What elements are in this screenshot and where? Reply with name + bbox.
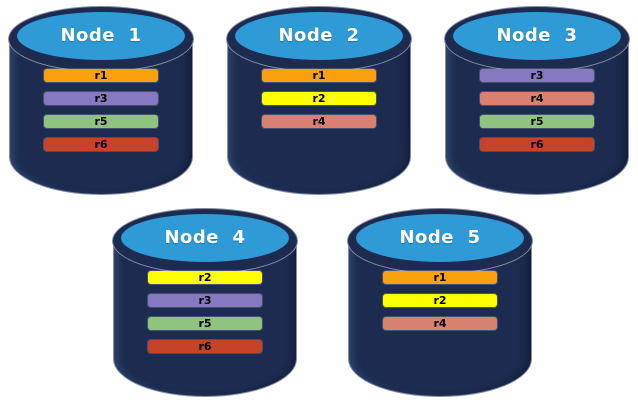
node-title: Node 4	[164, 227, 246, 248]
replica-list: r1 r2 r4	[226, 69, 412, 128]
database-node: Node 2 r1 r2 r4	[226, 6, 412, 196]
replica-label: r3	[198, 294, 212, 307]
replica-bar: r4	[383, 317, 497, 330]
replica-label: r5	[94, 115, 108, 128]
replica-label: r6	[530, 138, 544, 151]
cylinder-top-rim: Node 2	[226, 6, 412, 72]
database-node: Node 1 r1 r3 r5 r6	[8, 6, 194, 196]
replica-bar: r1	[383, 271, 497, 284]
replica-bar: r2	[383, 294, 497, 307]
replica-bar: r4	[480, 92, 594, 105]
cylinder-top-face: Node 4	[121, 214, 289, 262]
replica-bar: r6	[480, 138, 594, 151]
replica-bar: r3	[480, 69, 594, 82]
replica-list: r1 r2 r4	[347, 271, 533, 330]
replica-label: r1	[312, 69, 326, 82]
cylinder-top-rim: Node 1	[8, 6, 194, 72]
replica-label: r6	[94, 138, 108, 151]
replica-bar: r2	[148, 271, 262, 284]
replica-bar: r1	[44, 69, 158, 82]
node-title: Node 5	[399, 227, 481, 248]
cylinder-top-face: Node 5	[356, 214, 524, 262]
cylinder-top-face: Node 2	[235, 12, 403, 60]
replica-bar: r5	[480, 115, 594, 128]
replica-bar: r4	[262, 115, 376, 128]
cylinder-top-face: Node 1	[17, 12, 185, 60]
replica-bar: r3	[44, 92, 158, 105]
replica-label: r4	[433, 317, 447, 330]
replica-bar: r5	[44, 115, 158, 128]
replica-label: r4	[312, 115, 326, 128]
replica-list: r2 r3 r5 r6	[112, 271, 298, 353]
replica-label: r3	[94, 92, 108, 105]
database-node: Node 3 r3 r4 r5 r6	[444, 6, 630, 196]
replica-label: r2	[433, 294, 447, 307]
database-node: Node 4 r2 r3 r5 r6	[112, 208, 298, 398]
cylinder-top-face: Node 3	[453, 12, 621, 60]
replica-label: r2	[198, 271, 212, 284]
cylinder-top-rim: Node 5	[347, 208, 533, 274]
replica-bar: r6	[44, 138, 158, 151]
cylinder-top-rim: Node 3	[444, 6, 630, 72]
replica-label: r1	[433, 271, 447, 284]
replica-list: r3 r4 r5 r6	[444, 69, 630, 151]
replica-bar: r5	[148, 317, 262, 330]
cylinder-top-rim: Node 4	[112, 208, 298, 274]
database-node: Node 5 r1 r2 r4	[347, 208, 533, 398]
replica-label: r3	[530, 69, 544, 82]
replica-label: r5	[198, 317, 212, 330]
node-title: Node 3	[496, 25, 578, 46]
replica-bar: r6	[148, 340, 262, 353]
replica-bar: r2	[262, 92, 376, 105]
replica-bar: r3	[148, 294, 262, 307]
replica-label: r5	[530, 115, 544, 128]
node-title: Node 1	[60, 25, 142, 46]
node-title: Node 2	[278, 25, 360, 46]
replica-label: r2	[312, 92, 326, 105]
replica-label: r4	[530, 92, 544, 105]
replica-list: r1 r3 r5 r6	[8, 69, 194, 151]
replica-bar: r1	[262, 69, 376, 82]
replica-label: r1	[94, 69, 108, 82]
replica-label: r6	[198, 340, 212, 353]
